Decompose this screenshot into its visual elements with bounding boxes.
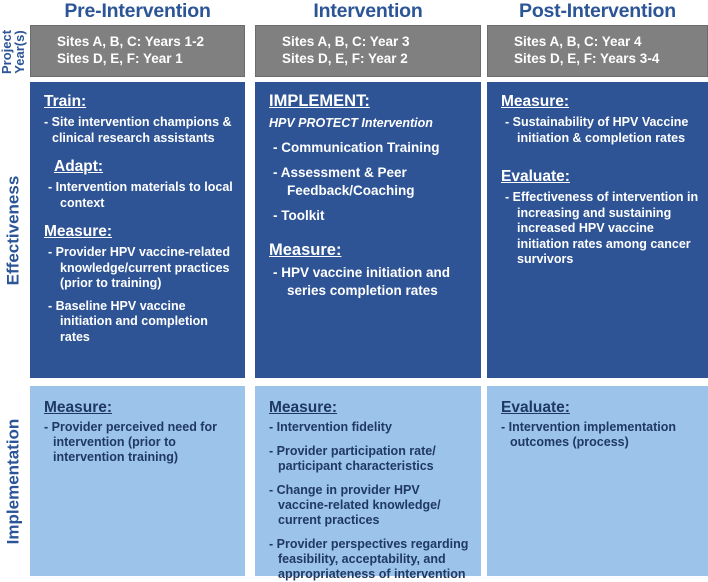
- evaluate-heading: Evaluate:: [501, 168, 570, 185]
- project-years-line: Sites D, E, F: Year 1: [57, 51, 183, 66]
- project-years-line: Sites D, E, F: Year 2: [282, 51, 408, 66]
- project-years-box-pre: Sites A, B, C: Years 1-2 Sites D, E, F: …: [30, 25, 245, 77]
- column-headers-row: Pre-Intervention Intervention Post-Inter…: [0, 0, 708, 24]
- train-heading: Train:: [44, 93, 87, 110]
- measure-bullet: - Intervention fidelity: [269, 420, 392, 434]
- column-header-pre-intervention: Pre-Intervention: [64, 0, 211, 22]
- implementation-panel-intervention: Measure: - Intervention fidelity - Provi…: [255, 386, 481, 581]
- column-header-intervention: Intervention: [313, 0, 423, 22]
- column-header-post-intervention: Post-Intervention: [519, 0, 676, 22]
- evaluate-heading: Evaluate:: [501, 399, 570, 416]
- measure-heading: Measure:: [269, 399, 338, 416]
- project-years-line: Sites A, B, C: Year 4: [514, 34, 642, 49]
- project-years-line: Sites A, B, C: Year 3: [282, 34, 410, 49]
- implement-subtitle: HPV PROTECT Intervention: [269, 116, 433, 130]
- project-years-box-intervention: Sites A, B, C: Year 3 Sites D, E, F: Yea…: [255, 25, 481, 77]
- train-bullet: - Site intervention champions & clinical…: [44, 115, 232, 145]
- measure-heading: Measure:: [44, 399, 113, 416]
- spacer: [501, 153, 700, 167]
- measure-bullet: - Provider HPV vaccine-related knowledge…: [48, 245, 231, 290]
- project-years-box-post: Sites A, B, C: Year 4 Sites D, E, F: Yea…: [487, 25, 708, 77]
- adapt-bullet: - Intervention materials to local contex…: [48, 180, 233, 210]
- measure-heading: Measure:: [44, 223, 113, 240]
- measure-heading: Measure:: [501, 93, 570, 110]
- measure-bullet: - Baseline HPV vaccine initiation and co…: [48, 298, 208, 344]
- project-years-line: Sites D, E, F: Years 3-4: [514, 51, 660, 66]
- measure-bullet: - Change in provider HPV vaccine-related…: [269, 483, 441, 527]
- effectiveness-panel-intervention: IMPLEMENT: HPV PROTECT Intervention - Co…: [255, 82, 481, 378]
- spacer: [269, 232, 473, 241]
- measure-bullet: - Provider perspectives regarding feasib…: [269, 537, 469, 581]
- implementation-panel-pre: Measure: - Provider perceived need for i…: [30, 386, 245, 576]
- evaluate-bullet: - Effectiveness of intervention in incre…: [505, 190, 699, 266]
- row-label-project-years-text: Project Year(s): [0, 29, 28, 75]
- effectiveness-panel-post: Measure: - Sustainability of HPV Vaccine…: [487, 82, 708, 378]
- adapt-heading: Adapt:: [54, 158, 104, 175]
- row-label-implementation-text: Implementation: [3, 418, 23, 544]
- measure-heading: Measure:: [269, 241, 342, 259]
- implement-heading: IMPLEMENT:: [269, 92, 370, 110]
- evaluate-bullet: - Intervention implementation outcomes (…: [501, 420, 677, 449]
- measure-bullet: - Provider participation rate/ participa…: [269, 444, 436, 473]
- measure-bullet: - HPV vaccine initiation and series comp…: [273, 265, 451, 298]
- implement-bullet: - Assessment & Peer Feedback/Coaching: [273, 165, 415, 198]
- project-years-line: Sites A, B, C: Years 1-2: [57, 34, 205, 49]
- measure-bullet: - Sustainability of HPV Vaccine initiati…: [505, 115, 689, 145]
- implement-bullet: - Communication Training: [273, 140, 440, 155]
- row-label-effectiveness: Effectiveness: [0, 82, 26, 378]
- measure-bullet: - Provider perceived need for interventi…: [44, 420, 217, 464]
- row-label-effectiveness-text: Effectiveness: [3, 175, 23, 285]
- implementation-panel-post: Evaluate: - Intervention implementation …: [487, 386, 708, 576]
- row-label-project-years: Project Year(s): [0, 24, 28, 80]
- implement-bullet: - Toolkit: [273, 208, 325, 223]
- effectiveness-panel-pre: Train: - Site intervention champions & c…: [30, 82, 245, 378]
- row-label-implementation: Implementation: [0, 386, 26, 576]
